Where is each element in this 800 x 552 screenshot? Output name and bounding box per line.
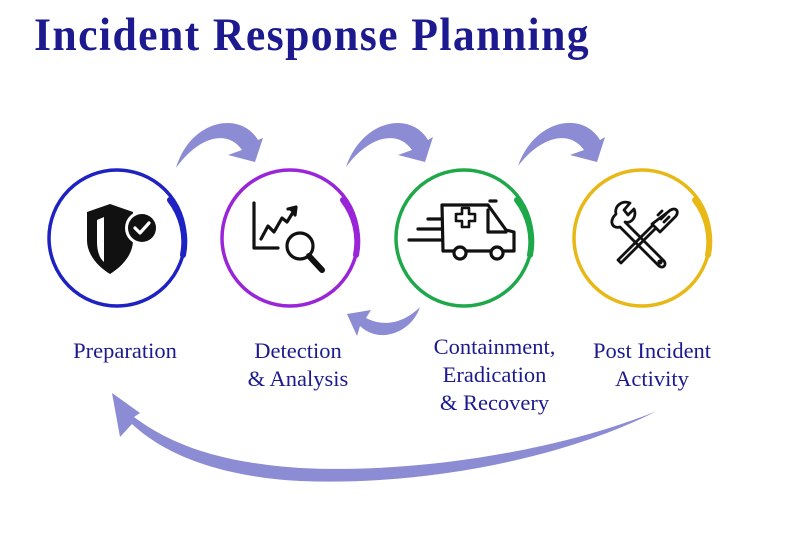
label-preparation: Preparation <box>45 337 205 365</box>
label-line: Post Incident <box>592 338 712 363</box>
chart-magnifier-icon <box>252 201 325 273</box>
label-line: Activity <box>615 366 689 391</box>
shield-check-icon <box>87 204 159 274</box>
arrow-prep-to-detect <box>176 123 263 168</box>
page-title: Incident Response Planning <box>34 9 591 61</box>
label-post-incident: Post Incident Activity <box>572 337 732 393</box>
ambulance-icon <box>407 199 516 261</box>
label-line: Detection <box>254 338 342 363</box>
label-containment: Containment, Eradication & Recovery <box>412 333 577 417</box>
ring-accent-containment <box>514 197 535 258</box>
wrench-screwdriver-icon <box>610 200 679 269</box>
arrow-contain-to-detect <box>347 307 420 336</box>
label-line: & Analysis <box>247 366 349 391</box>
label-line: Eradication <box>442 362 547 387</box>
arrow-detect-to-contain <box>346 122 433 167</box>
arrow-contain-to-post <box>518 122 605 166</box>
step-detection-analysis <box>220 168 361 308</box>
label-line: Containment, <box>433 334 556 359</box>
label-line: & Recovery <box>439 390 550 415</box>
label-line: Preparation <box>73 338 177 363</box>
ring-accent-detection-analysis <box>340 197 361 258</box>
step-containment <box>394 168 535 308</box>
label-detection-analysis: Detection & Analysis <box>213 337 383 393</box>
ring-accent-post-incident <box>692 197 713 258</box>
ring-containment <box>394 168 534 308</box>
step-post-incident <box>572 168 713 308</box>
ring-accent-preparation <box>167 197 188 258</box>
step-preparation <box>47 168 188 308</box>
